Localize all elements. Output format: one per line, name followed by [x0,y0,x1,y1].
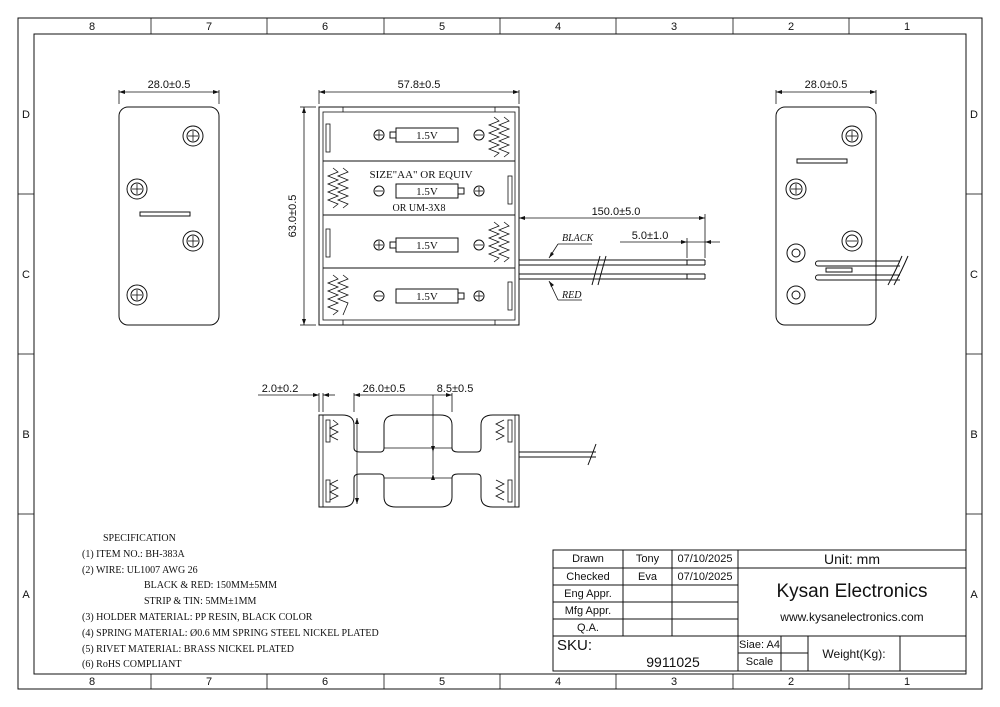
spec-title: SPECIFICATION [103,533,176,544]
row-label-right: D [970,109,978,121]
cell-voltage-label: 1.5V [416,186,438,198]
dim-left-width: 28.0±0.5 [148,79,191,91]
sku-label: SKU: [557,636,593,654]
cell-voltage-label: 1.5V [416,291,438,303]
col-label-top: 1 [904,21,910,33]
dim-wall: 2.0±0.2 [262,383,299,395]
col-label-top: 4 [555,21,561,33]
um-label: OR UM-3X8 [392,203,445,214]
row-label-right: C [970,269,978,281]
row-label-right: A [970,589,978,601]
col-label-bottom: 5 [439,676,445,688]
black-wire-label: BLACK [562,233,594,244]
spec-line: (5) RIVET MATERIAL: BRASS NICKEL PLATED [82,643,294,655]
bottom-view: 2.0±0.2 26.0±0.5 8.5±0.5 [258,383,597,508]
col-label-bottom: 6 [322,676,328,688]
drawn-date: 07/10/2025 [677,553,733,565]
col-label-top: 8 [89,21,95,33]
row-label-left: D [22,109,30,121]
side-view: 28.0±0.5 [775,79,909,326]
spec-line: (6) RoHS COMPLIANT [82,659,182,671]
drawn-label: Drawn [572,553,604,565]
spec-line: (4) SPRING MATERIAL: Ø0.6 MM SPRING STEE… [82,627,379,639]
col-label-bottom: 7 [206,676,212,688]
row-label-left: B [22,429,29,441]
front-view: 57.8±0.5 63.0±0.5 [287,79,720,326]
scale-label: Scale [745,656,774,668]
spec-line: (3) HOLDER MATERIAL: PP RESIN, BLACK COL… [82,611,313,623]
col-label-top: 5 [439,21,445,33]
spec-line: BLACK & RED: 150MM±5MM [144,580,278,592]
checked-by: Eva [638,570,657,583]
qa-label: Q.A. [576,621,599,634]
sku-value: 9911025 [646,654,700,670]
col-label-bottom: 4 [555,676,561,688]
spec-line: (2) WIRE: UL1007 AWG 26 [82,564,198,576]
dim-front-width: 57.8±0.5 [398,79,441,91]
red-wire-label: RED [561,290,582,301]
dim-strip-length: 5.0±1.0 [632,230,669,242]
eng-approval-label: Eng Appr. [564,587,612,600]
back-view: 28.0±0.5 [118,79,220,326]
row-label-left: A [22,589,30,601]
title-block-grid [552,549,967,672]
zone-ticks [18,18,982,689]
drawn-by: Tony [635,553,660,565]
dim-gap: 8.5±0.5 [437,383,474,395]
dim-wire-length: 150.0±5.0 [592,206,641,218]
col-label-top: 6 [322,21,328,33]
company-website: www.kysanelectronics.com [780,610,924,624]
spec-line: (1) ITEM NO.: BH-383A [82,548,185,560]
col-label-bottom: 3 [671,676,677,688]
cell-voltage-label: 1.5V [416,240,438,252]
spec-line: STRIP & TIN: 5MM±1MM [144,596,257,608]
title-block: Drawn Tony 07/10/2025 Checked Eva 07/10/… [553,550,966,670]
company-name: Kysan Electronics [776,581,928,602]
col-label-bottom: 1 [904,676,910,688]
col-label-bottom: 2 [788,676,794,688]
col-label-top: 7 [206,21,212,33]
unit-label: Unit: mm [824,551,880,567]
col-label-top: 2 [788,21,794,33]
mfg-approval-label: Mfg Appr. [564,604,612,617]
row-label-left: C [22,269,30,281]
size-label: SIZE"AA" OR EQUIV [369,169,472,181]
dim-bottom-width: 26.0±0.5 [363,383,406,395]
dim-height: 63.0±0.5 [287,195,299,238]
col-label-bottom: 8 [89,676,95,688]
specification-block: SPECIFICATION (1) ITEM NO.: BH-383A (2) … [82,531,542,673]
checked-date: 07/10/2025 [677,570,733,583]
dim-right-width: 28.0±0.5 [805,79,848,91]
sheet-size: Siae: A4 [739,638,780,651]
weight-label: Weight(Kg): [822,646,886,661]
checked-label: Checked [566,570,610,583]
cell-voltage-label: 1.5V [416,130,438,142]
row-label-right: B [970,429,977,441]
col-label-top: 3 [671,21,677,33]
